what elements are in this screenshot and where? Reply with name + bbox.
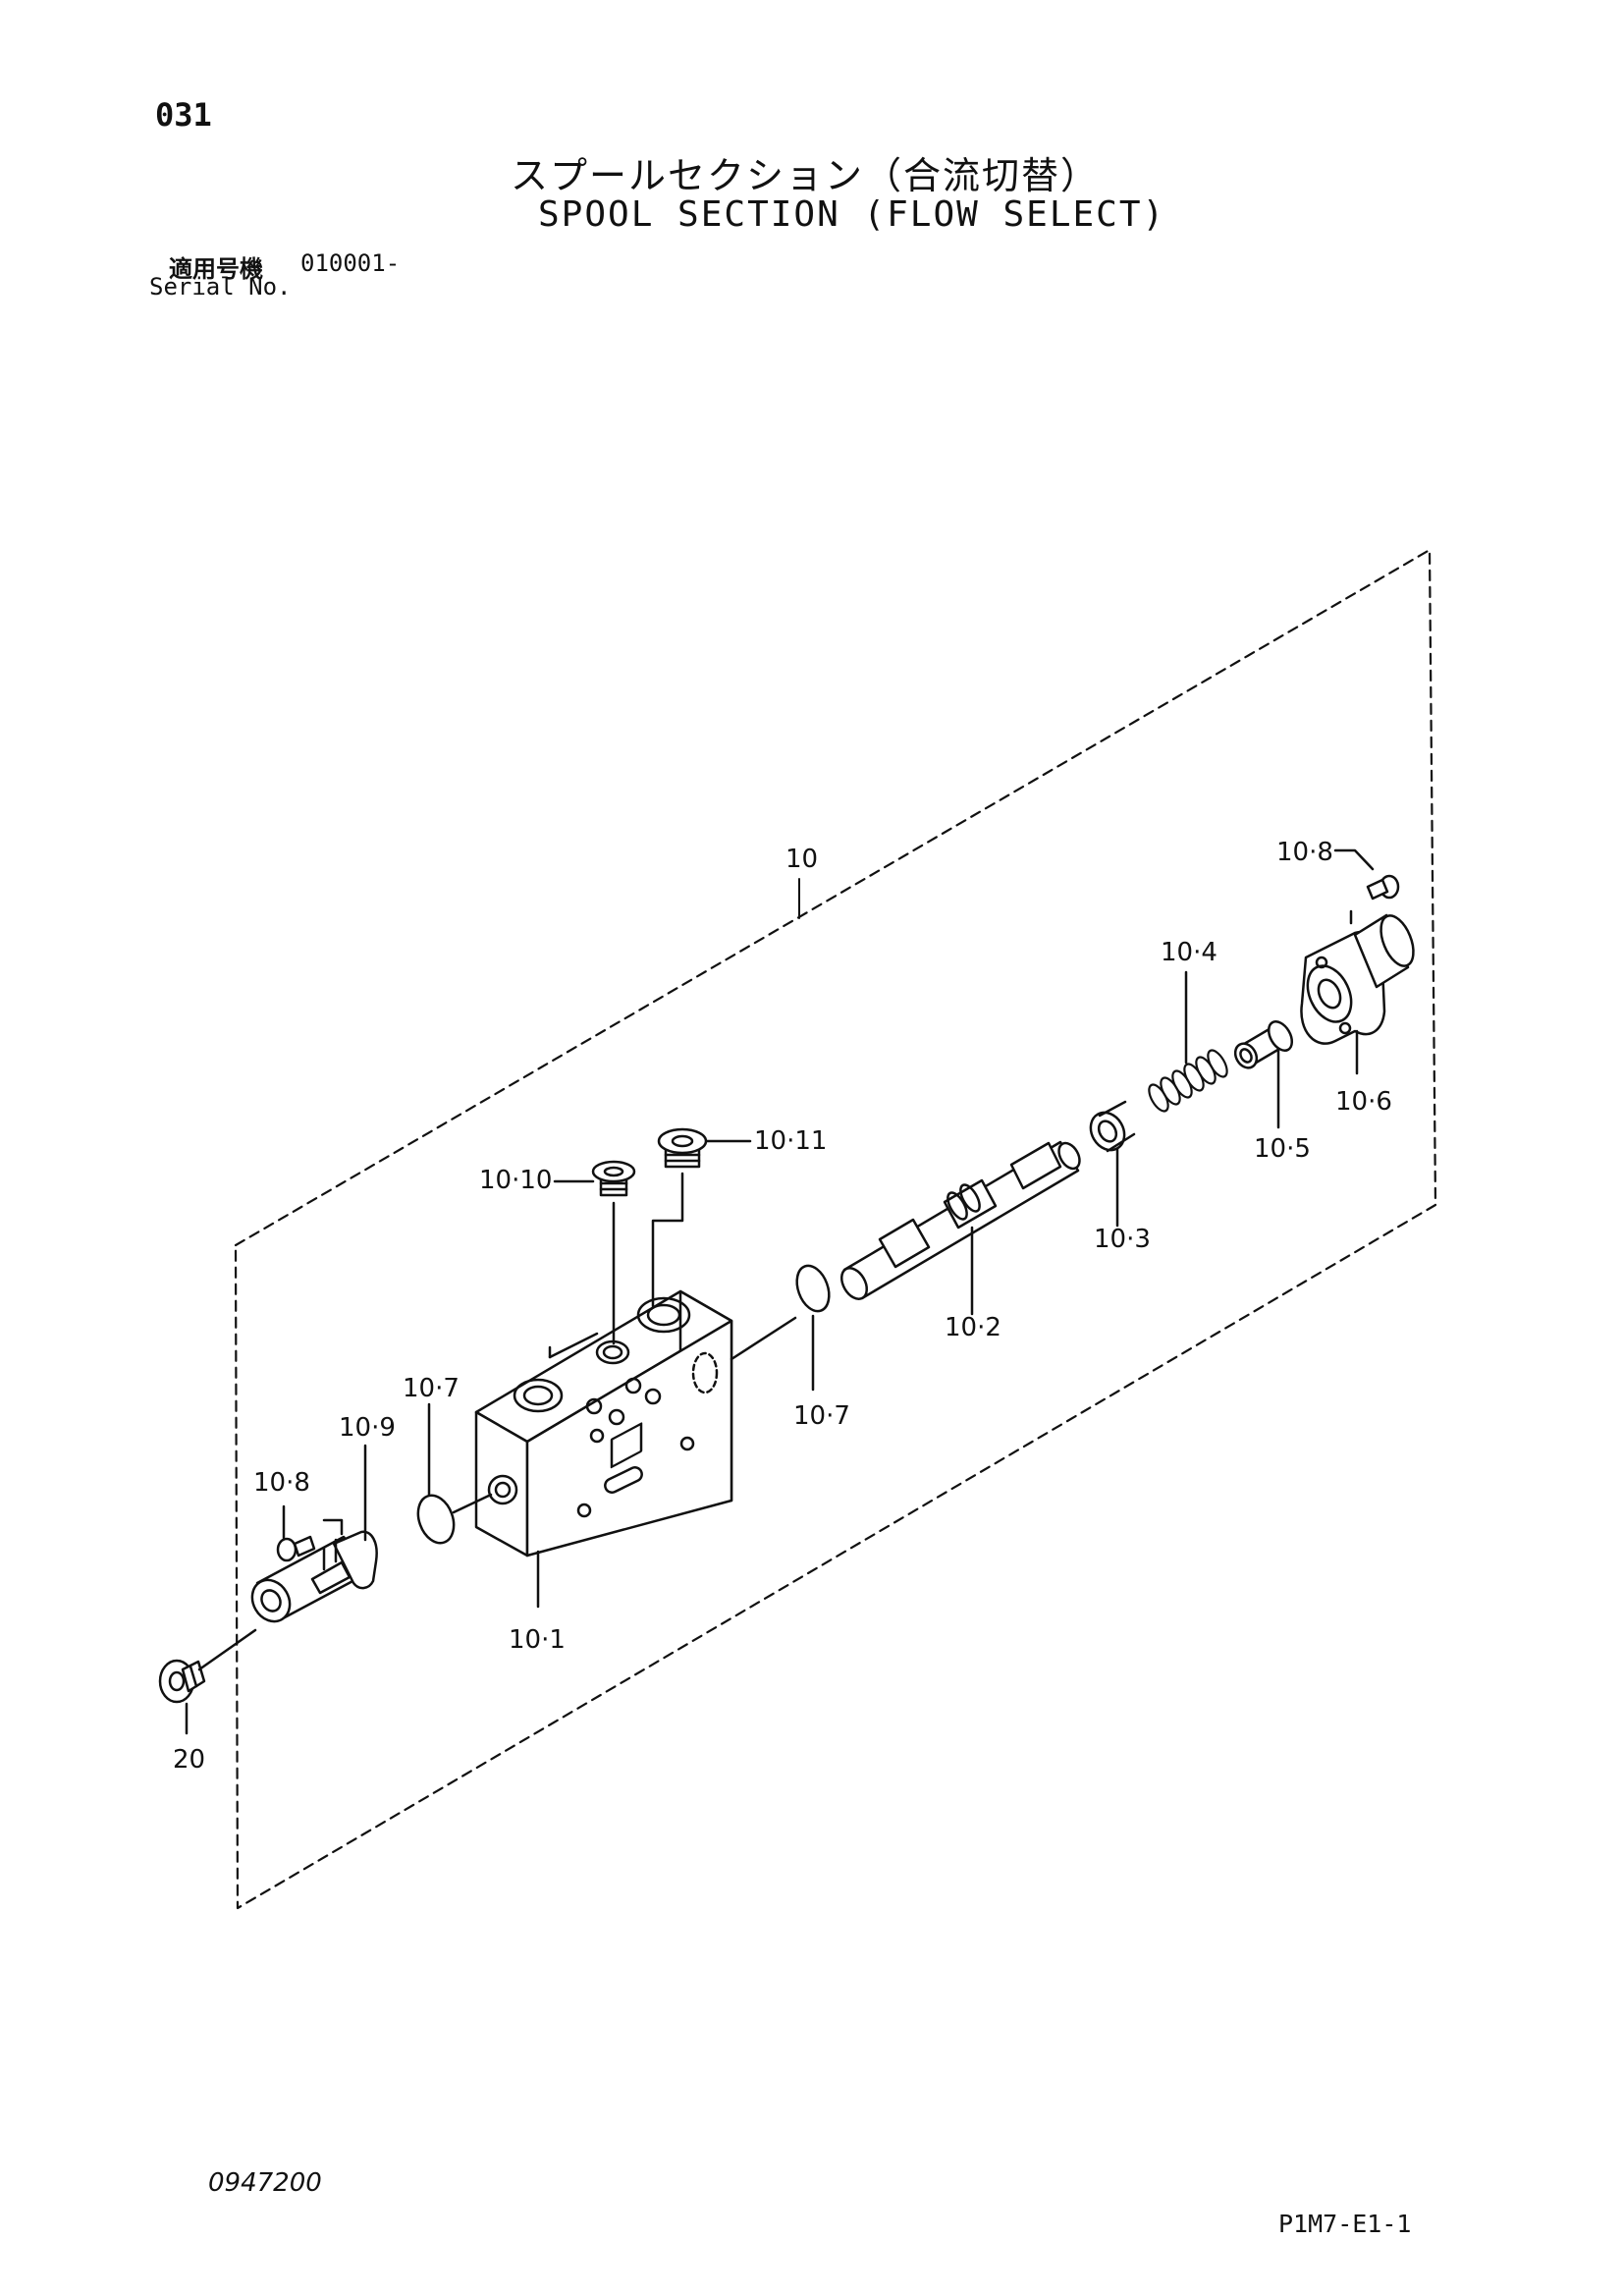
label-o-ring-body: 10·7 xyxy=(793,1401,850,1431)
label-plug-small: 10·10 xyxy=(479,1166,552,1195)
label-body: 10·1 xyxy=(509,1625,566,1655)
sheet-reference: P1M7-E1-1 xyxy=(1278,2210,1412,2238)
install-line-plug-end xyxy=(197,1628,257,1671)
bolt-left xyxy=(276,1535,316,1562)
o-ring-body xyxy=(795,1264,831,1313)
label-assembly: 10 xyxy=(785,845,818,874)
label-spool: 10·2 xyxy=(945,1313,1001,1342)
plug-end xyxy=(158,1659,206,1704)
drawing-number: 0947200 xyxy=(208,2168,322,2198)
label-plug-large: 10·11 xyxy=(754,1126,827,1156)
install-line-plug-large xyxy=(651,1172,684,1308)
label-retainer: 10·3 xyxy=(1094,1225,1151,1254)
stopper xyxy=(1233,1020,1294,1069)
leader-bolt-right xyxy=(1333,848,1375,871)
valve-body xyxy=(474,1289,733,1558)
o-ring-left xyxy=(416,1494,456,1545)
plug-small xyxy=(591,1160,636,1197)
page-number: 031 xyxy=(155,96,212,134)
label-cover-right: 10·6 xyxy=(1335,1087,1392,1117)
title-japanese: スプールセクション（合流切替） xyxy=(511,154,1101,197)
label-plug-end: 20 xyxy=(173,1745,205,1775)
label-cover-left: 10·9 xyxy=(339,1413,396,1443)
label-bolt-left: 10·8 xyxy=(253,1468,310,1498)
install-line-o-ring-body xyxy=(730,1316,797,1361)
cover-right xyxy=(1300,913,1415,1045)
bolt-right xyxy=(1366,874,1400,901)
label-spring: 10·4 xyxy=(1161,938,1217,967)
callout-labels: 10 10·1 10·2 10·3 10·4 10·5 10·6 10·7 10… xyxy=(173,838,1392,1775)
assembly-boundary xyxy=(234,548,1437,1910)
plug-large xyxy=(657,1127,708,1169)
title-english: SPOOL SECTION (FLOW SELECT) xyxy=(538,194,1166,235)
retainer xyxy=(1089,1100,1136,1153)
serial-label-english: Serial No. xyxy=(149,273,292,301)
serial-label-japanese: 適用号機 xyxy=(169,255,263,283)
label-bolt-right: 10·8 xyxy=(1276,838,1333,867)
label-stopper: 10·5 xyxy=(1254,1134,1311,1164)
spool xyxy=(839,1140,1081,1300)
spring xyxy=(1148,1049,1228,1113)
cover-left xyxy=(250,1518,378,1623)
install-line-o-ring-left xyxy=(452,1493,493,1514)
serial-number-value: 010001- xyxy=(300,249,401,277)
label-o-ring-left: 10·7 xyxy=(403,1374,460,1403)
